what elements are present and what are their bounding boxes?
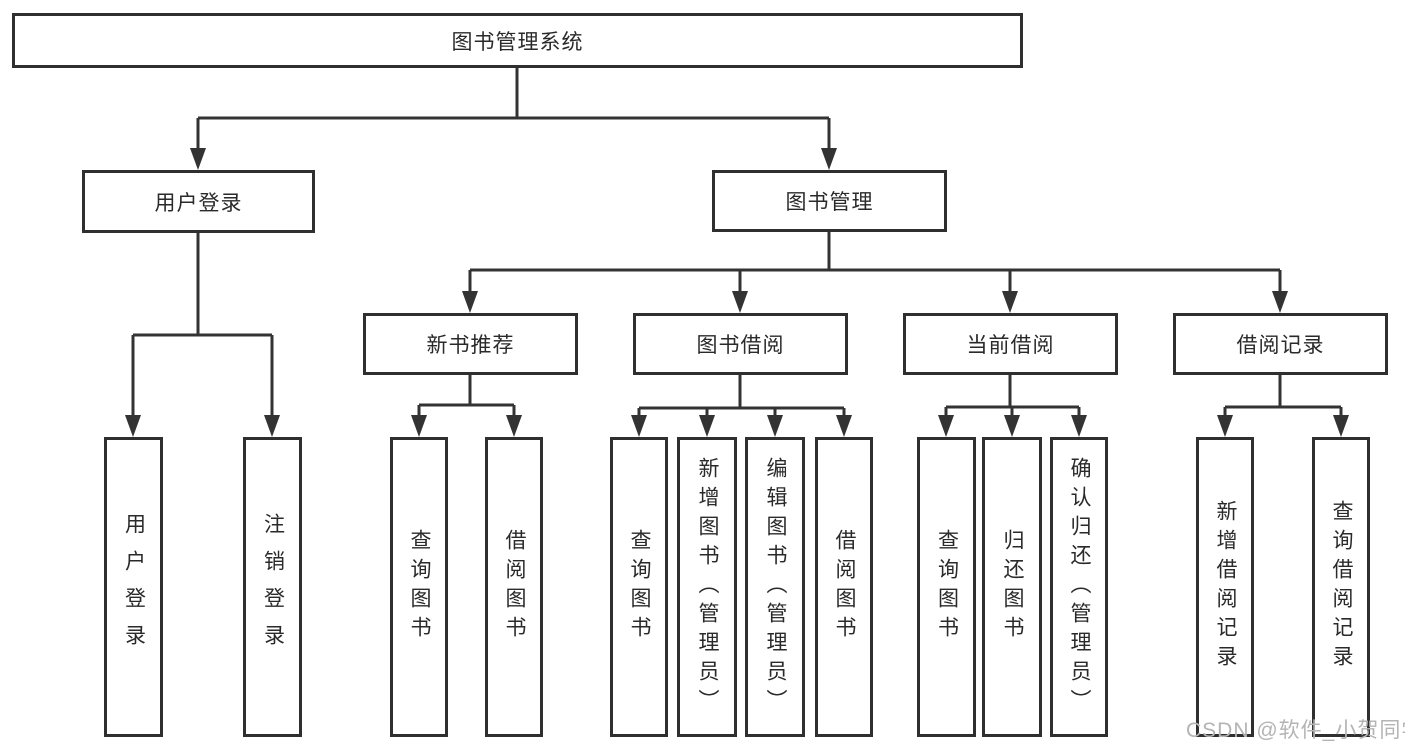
csdn-watermark: CSDN @软件_小贺同学 — [1186, 719, 1405, 742]
leaf-current-return-books-label: 归还图书 — [1001, 529, 1024, 645]
connector-borrow-to-leaves — [637, 375, 846, 418]
connector-bookmgmt-to-level3 — [468, 232, 1282, 294]
connector-userlogin-to-leaves — [131, 233, 274, 418]
node-root: 图书管理系统 — [12, 13, 1023, 68]
leaf-records-add-record: 新增借阅记录 — [1196, 437, 1254, 737]
node-book-borrow-label: 图书借阅 — [696, 334, 785, 357]
leaf-records-query-record: 查询借阅记录 — [1312, 437, 1370, 737]
leaf-borrow-add-books-admin: 新增图书（管理员） — [677, 437, 737, 737]
node-user-login-label: 用户登录 — [154, 191, 243, 215]
leaf-newbook-borrow-books-label: 借阅图书 — [503, 529, 526, 645]
leaf-records-query-record-label: 查询借阅记录 — [1330, 500, 1353, 674]
node-borrow-records-label: 借阅记录 — [1236, 334, 1325, 357]
leaf-newbook-query-books-label: 查询图书 — [408, 529, 431, 645]
leaf-current-query-books: 查询图书 — [917, 437, 976, 737]
leaf-newbook-borrow-books: 借阅图书 — [485, 437, 543, 737]
leaf-borrow-query-books-label: 查询图书 — [628, 529, 651, 645]
node-root-label: 图书管理系统 — [451, 30, 584, 54]
leaf-borrow-edit-books-admin: 编辑图书（管理员） — [745, 437, 805, 737]
leaf-borrow-query-books: 查询图书 — [610, 437, 668, 737]
leaf-newbook-query-books: 查询图书 — [390, 437, 448, 737]
connector-newbook-to-leaves — [417, 375, 516, 418]
node-user-login: 用户登录 — [82, 170, 315, 233]
node-new-book-recommend: 新书推荐 — [363, 313, 578, 375]
leaf-borrow-borrow-books: 借阅图书 — [815, 437, 873, 737]
leaf-current-query-books-label: 查询图书 — [935, 529, 959, 645]
leaf-logout-label: 注销登录 — [261, 513, 285, 661]
node-current-borrow-label: 当前借阅 — [966, 334, 1055, 357]
leaf-borrow-add-books-admin-label: 新增图书（管理员） — [696, 456, 719, 718]
leaf-user-login: 用户登录 — [104, 437, 163, 737]
node-book-management-label: 图书管理 — [785, 191, 874, 214]
leaf-current-confirm-return-admin-label: 确认归还（管理员） — [1068, 456, 1091, 718]
leaf-current-confirm-return-admin: 确认归还（管理员） — [1050, 437, 1108, 737]
arrowheads — [125, 148, 1349, 437]
node-book-borrow: 图书借阅 — [633, 313, 848, 375]
node-borrow-records: 借阅记录 — [1173, 313, 1388, 375]
leaf-current-return-books: 归还图书 — [982, 437, 1042, 737]
leaf-logout: 注销登录 — [243, 437, 302, 737]
leaf-borrow-borrow-books-label: 借阅图书 — [833, 529, 856, 645]
node-current-borrow: 当前借阅 — [903, 313, 1118, 375]
leaf-records-add-record-label: 新增借阅记录 — [1214, 500, 1237, 674]
connector-current-to-leaves — [944, 375, 1081, 418]
node-book-management: 图书管理 — [712, 170, 947, 232]
leaf-user-login-label: 用户登录 — [122, 513, 146, 661]
connector-records-to-leaves — [1223, 375, 1343, 418]
node-new-book-recommend-label: 新书推荐 — [426, 334, 515, 357]
leaf-borrow-edit-books-admin-label: 编辑图书（管理员） — [764, 456, 787, 718]
connector-root-to-level2 — [196, 68, 831, 150]
